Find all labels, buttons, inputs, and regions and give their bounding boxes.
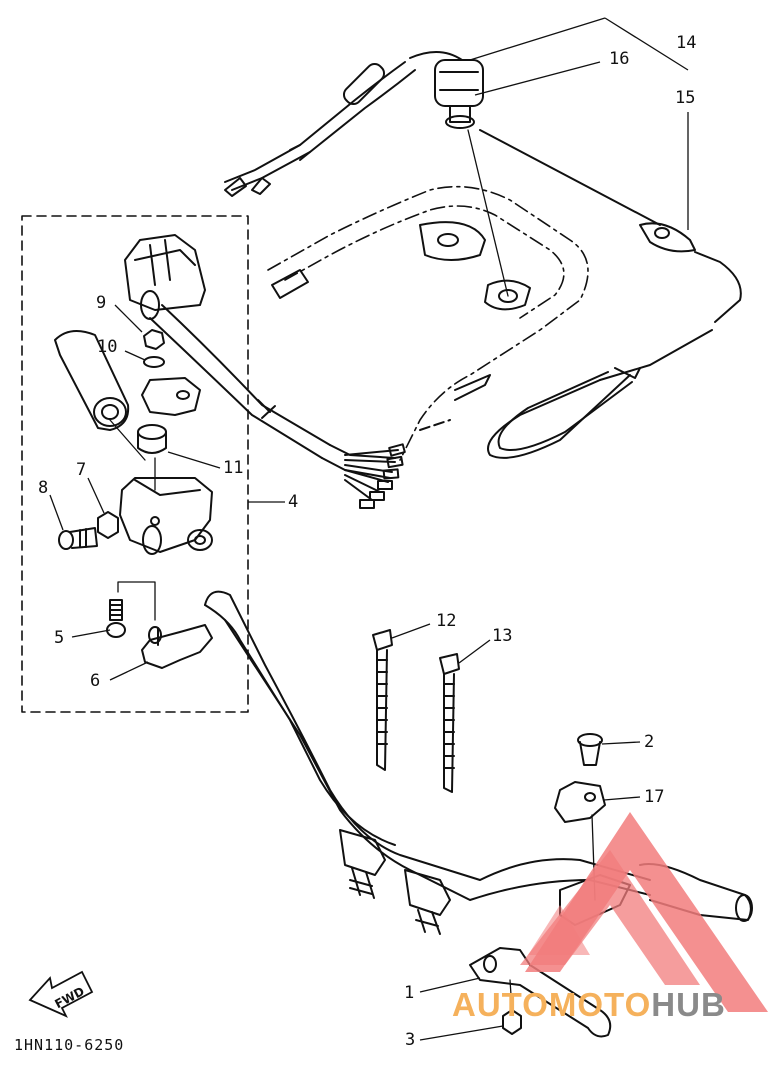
watermark-logo-icon [520, 812, 768, 1012]
leader-11 [167, 451, 221, 469]
leader-16 [474, 61, 601, 96]
leader-5 [71, 629, 111, 638]
rear-frame [267, 185, 589, 461]
watermark-text-1: AUTOMOTO [452, 986, 652, 1023]
bolt-part-2 [577, 733, 603, 766]
part-label-10: 10 [97, 337, 118, 357]
nut-part-7 [97, 511, 119, 539]
leader-7 [87, 477, 105, 514]
top-cable [224, 61, 406, 183]
bracket-plate [141, 377, 201, 416]
nut-part-9 [143, 329, 165, 350]
switch-housing-upper [124, 234, 206, 320]
stop-switch-part-16 [434, 59, 484, 129]
part-label-12: 12 [436, 611, 457, 631]
part-label-6: 6 [90, 671, 101, 691]
leader-14 [469, 17, 689, 71]
part-label-3: 3 [405, 1030, 416, 1050]
part-label-2: 2 [644, 732, 655, 752]
lever-part-6 [141, 624, 213, 669]
part-label-17: 17 [644, 787, 665, 807]
watermark-text-2: HUB [651, 986, 726, 1023]
leader-8 [49, 494, 64, 531]
long-cable [479, 129, 661, 226]
part-label-11: 11 [223, 458, 244, 478]
leader-2 [601, 741, 641, 745]
leader-3 [419, 1025, 504, 1041]
throttle-housing [119, 477, 213, 555]
part-label-16: 16 [609, 49, 630, 69]
bolt-part-8 [58, 527, 98, 550]
subassembly-box [21, 215, 249, 713]
leader-10 [124, 350, 146, 361]
brake-lever-part-1 [469, 947, 612, 1038]
part-label-15: 15 [675, 88, 696, 108]
part-label-13: 13 [492, 626, 513, 646]
cable-tie-part-12 [372, 629, 393, 771]
spring-part-11 [137, 424, 167, 454]
grip-left [54, 330, 130, 431]
part-label-5: 5 [54, 628, 65, 648]
screw-part-5 [106, 599, 126, 638]
connectors-bundle [344, 443, 406, 509]
handlebar [204, 590, 753, 935]
bracket-part-17 [554, 781, 606, 823]
fwd-arrow-icon [28, 970, 94, 1018]
part-label-7: 7 [76, 460, 87, 480]
part-label-1: 1 [404, 983, 415, 1003]
washer-part-10 [143, 356, 165, 368]
diagram-code: 1HN110-6250 [14, 1036, 125, 1054]
cable-tie-part-13 [439, 653, 460, 793]
leader-17 [603, 796, 641, 801]
part-label-8: 8 [38, 478, 49, 498]
switch-cable [161, 304, 331, 446]
leader-9 [114, 304, 143, 333]
leader-13 [458, 639, 491, 664]
leader-1 [419, 977, 481, 993]
watermark: AUTOMOTOHUB [452, 986, 726, 1024]
part-label-14: 14 [676, 33, 697, 53]
leader-12 [391, 623, 431, 639]
part-label-4: 4 [288, 492, 299, 512]
leader-6 [109, 661, 149, 681]
part-label-9: 9 [96, 293, 107, 313]
